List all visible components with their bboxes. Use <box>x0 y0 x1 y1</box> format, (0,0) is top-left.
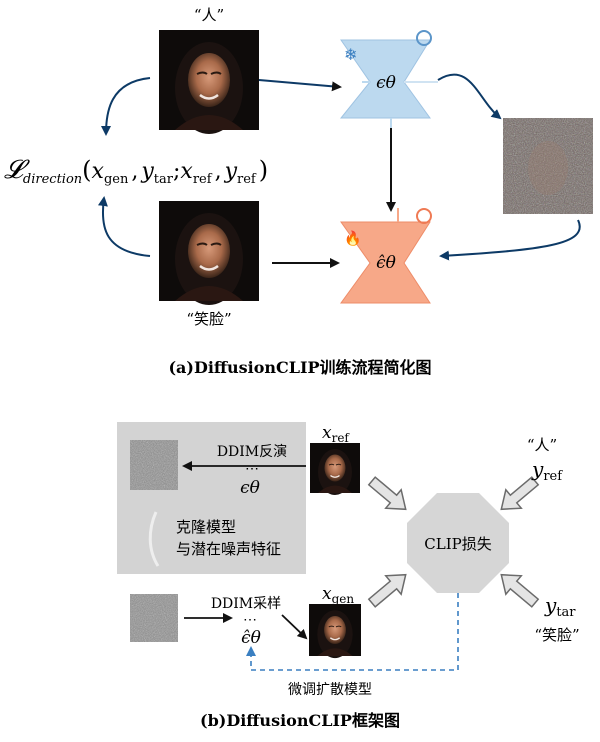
portrait-gen <box>308 603 362 659</box>
block-arrow-lower-right <box>500 573 540 608</box>
eps-theta-frozen: ϵθ <box>376 73 396 93</box>
block-arrow-lower-left <box>367 573 407 608</box>
portrait-ref <box>309 442 361 496</box>
inversion-dots: ⋯ <box>245 461 259 477</box>
y-ref-label: yref <box>531 457 563 484</box>
ren-label-b: “人” <box>527 436 557 454</box>
xiaolian-label-b: “笑脸” <box>534 626 579 644</box>
fire-icon: 🔥 <box>344 230 361 247</box>
clip-loss-octagon <box>407 493 509 593</box>
label-ren-top: “人” <box>194 6 224 24</box>
noisy-image <box>503 118 593 214</box>
sampling-noise-square <box>130 594 178 642</box>
x-ref-label: xref <box>322 423 350 445</box>
sampling-eps-hat: ϵ̂θ <box>241 628 261 648</box>
label-xiaolian-bottom: “笑脸” <box>186 310 231 328</box>
lock-ring-icon-top <box>416 30 432 46</box>
arrow-top-to-loss <box>101 77 151 136</box>
block-arrow-upper-right <box>500 476 540 511</box>
eps-theta-tuned: ϵ̂θ <box>376 253 396 273</box>
snowflake-icon: ❄ <box>344 45 357 64</box>
lock-ring-icon-bottom <box>416 208 432 224</box>
frozen-model-shape <box>339 39 438 130</box>
tuned-model-shape <box>340 208 431 304</box>
arrow-top-to-frozen <box>258 79 342 92</box>
x-gen-label: xgen <box>322 584 354 606</box>
portrait-smile-bottom <box>157 199 261 307</box>
arrow-sampling-to-gen <box>281 614 308 640</box>
caption-a: (a)DiffusionCLIP训练流程简化图 <box>168 358 431 377</box>
y-tar-label: ytar <box>544 593 576 620</box>
latent-noise-square <box>130 440 178 490</box>
dashed-feedback-path <box>246 593 459 671</box>
ddim-sampling-label: DDIM采样 <box>211 596 281 612</box>
sampling-dots: ⋯ <box>243 612 257 628</box>
clip-loss-label: CLIP损失 <box>424 535 491 553</box>
portrait-neutral-top <box>157 28 261 136</box>
inversion-eps: ϵθ <box>240 478 260 498</box>
direction-loss: 𝓛direction(xgen,ytar;xref,yref) <box>4 155 268 187</box>
caption-b: (b)DiffusionCLIP框架图 <box>200 711 400 730</box>
clone-line1: 克隆模型 <box>176 518 236 536</box>
arrow-frozen-to-noisy <box>437 73 502 120</box>
finetune-label: 微调扩散模型 <box>288 682 372 698</box>
clone-curve-icon <box>148 511 160 567</box>
arrow-bottom-to-loss <box>97 196 151 257</box>
block-arrow-upper-left <box>367 476 407 511</box>
clone-line2: 与潜在噪声特征 <box>176 540 281 558</box>
ddim-inversion-label: DDIM反演 <box>217 444 287 460</box>
arrow-noisy-to-tuned <box>439 219 581 261</box>
